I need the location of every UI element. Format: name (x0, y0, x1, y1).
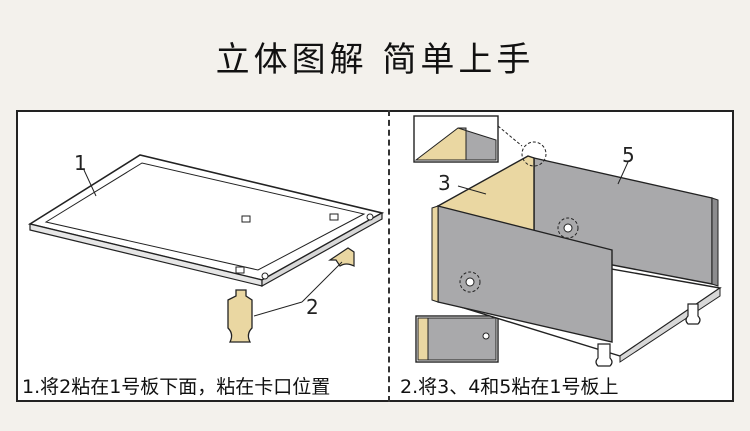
label-part-1: 1 (74, 151, 87, 175)
label-part-5: 5 (622, 143, 635, 167)
page-title: 立体图解 简单上手 (215, 40, 535, 80)
caption-step-1: 1.将2粘在1号板下面，粘在卡口位置 (22, 376, 331, 398)
caption-step-2: 2.将3、4和5粘在1号板上 (400, 376, 619, 398)
board-1-inner (44, 162, 366, 271)
right-panel-illustration: 3 5 (413, 115, 722, 367)
leader-line-2b (301, 261, 343, 303)
screw-hole-callout (459, 271, 481, 293)
back-panel-5-edge (711, 197, 719, 287)
leg (595, 343, 613, 367)
clip-2-under-board (328, 247, 355, 267)
clip-2 (227, 289, 253, 343)
corner-hole (261, 272, 269, 280)
inset-hole (482, 332, 490, 340)
label-part-2: 2 (306, 295, 319, 319)
slot-marker (235, 266, 245, 274)
leader-line-3 (457, 185, 487, 195)
slot-marker (241, 215, 251, 223)
front-panel-4-edge (431, 205, 439, 303)
panel-divider (388, 110, 390, 402)
leg (685, 303, 701, 325)
label-part-3: 3 (438, 171, 451, 195)
leader-line-1 (83, 169, 97, 197)
leader-line-2 (253, 301, 303, 317)
screw-hole-callout (557, 217, 579, 239)
inset-gray-panel (457, 127, 497, 161)
leader-line-5 (617, 161, 629, 185)
screw-hole (563, 223, 573, 233)
callout-connector (497, 125, 523, 147)
corner-hole (366, 213, 374, 221)
joint-callout (521, 141, 547, 167)
slot-marker (329, 213, 339, 221)
inset-wood-edge (417, 317, 429, 361)
board-1-edge-right (261, 211, 383, 288)
screw-hole (465, 277, 475, 287)
left-panel-illustration: 1 2 (27, 151, 385, 343)
